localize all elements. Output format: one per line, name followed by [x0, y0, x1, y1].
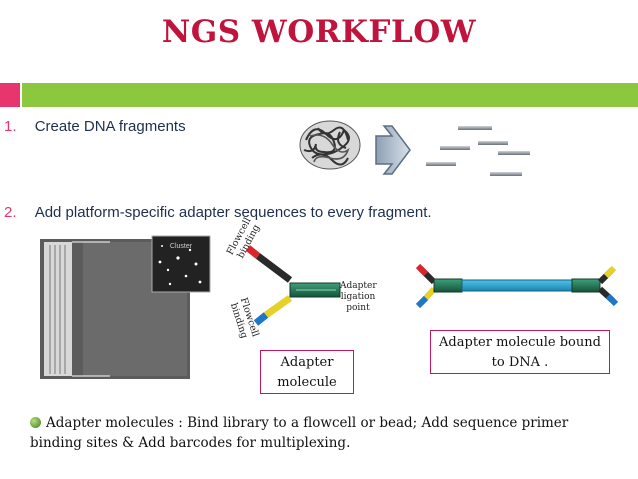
- adapter-molecule-diagram: [245, 245, 341, 326]
- cluster-label: Cluster: [169, 243, 193, 250]
- page-title: NGS WORKFLOW: [161, 14, 477, 50]
- bullet-icon: [30, 417, 41, 428]
- step-1: 1. Create DNA fragments: [4, 118, 186, 135]
- bound-to-dna-box: Adapter molecule bound to DNA .: [430, 330, 610, 374]
- chevron-right-icon: [375, 125, 411, 175]
- dna-fragments: [426, 126, 530, 176]
- adapter-note-text: Adapter molecules : Bind library to a fl…: [30, 415, 569, 451]
- step-1-number: 1.: [4, 118, 17, 135]
- step-2-text: Add platform-specific adapter sequences …: [34, 204, 432, 221]
- title-band-pink: [0, 83, 20, 107]
- step-1-text: Create DNA fragments: [34, 118, 186, 135]
- title-band-green: [22, 83, 638, 107]
- step-2-number: 2.: [4, 204, 17, 221]
- flowcell-micrograph: [40, 235, 211, 379]
- adapter-molecule-box: Adapter molecule: [260, 350, 354, 394]
- step-2: 2. Add platform-specific adapter sequenc…: [4, 204, 432, 221]
- adapter-note: Adapter molecules : Bind library to a fl…: [30, 413, 610, 453]
- tangled-dna-icon: [299, 120, 361, 170]
- adapter-bound-dna-diagram: [415, 263, 619, 309]
- ligation-point-label: Adapter ligation point: [340, 281, 377, 313]
